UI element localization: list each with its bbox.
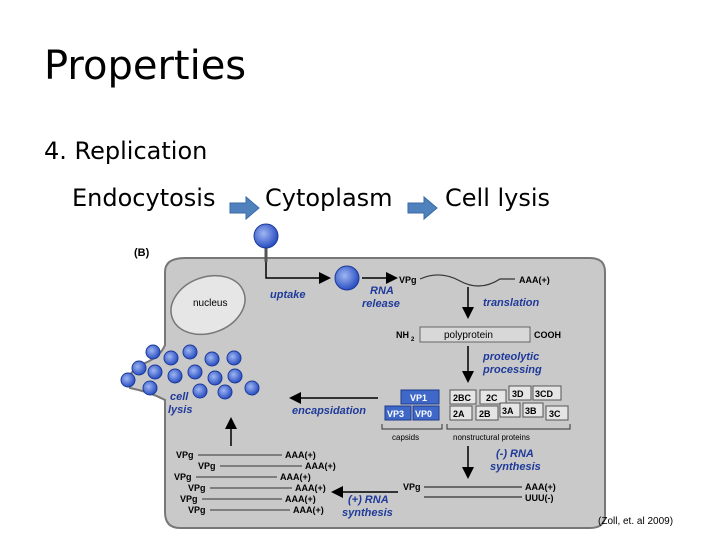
virion-icon — [207, 370, 223, 386]
strand-aaa: AAA(+) — [293, 505, 324, 515]
uptake-label: uptake — [270, 289, 305, 301]
cell-body — [127, 257, 606, 529]
protein-3a-label: 3A — [502, 406, 514, 416]
virion-icon — [204, 351, 220, 367]
virion-icon — [187, 364, 203, 380]
virion-icon — [217, 384, 233, 400]
virion-icon — [163, 350, 179, 366]
virion-icon — [147, 364, 163, 380]
strand-aaa: AAA(+) — [285, 450, 316, 460]
translation-label: translation — [483, 297, 540, 309]
vpg-label: VPg — [399, 275, 417, 285]
pos-rna-label-1: (+) RNA — [348, 494, 389, 506]
protein-3b-box — [522, 402, 544, 418]
protein-2bc-box — [449, 389, 477, 405]
strand-aaa: AAA(+) — [285, 494, 316, 504]
nucleus-label: nucleus — [193, 298, 227, 309]
virion-icon — [227, 368, 243, 384]
flow-step-cell-lysis: Cell lysis — [445, 184, 551, 212]
nh2-label: NH — [396, 330, 409, 340]
cell-lysis-label-1: cell — [170, 391, 189, 403]
capsids-label: capsids — [392, 433, 419, 442]
protein-3d-box — [508, 385, 532, 401]
cooh-label: COOH — [534, 330, 561, 340]
protein-2bc-label: 2BC — [453, 393, 472, 403]
flow-arrow-1 — [229, 195, 260, 221]
protein-3c-box — [545, 405, 569, 421]
flow-step-cytoplasm: Cytoplasm — [265, 184, 393, 212]
protein-2a-label: 2A — [453, 409, 465, 419]
panel-label: (B) — [134, 247, 150, 259]
uuu-mid-label: UUU(-) — [525, 493, 554, 503]
citation: (Zoll, et. al 2009) — [598, 516, 674, 527]
strand-vpg: VPg — [180, 494, 198, 504]
polyprotein-label: polyprotein — [444, 330, 493, 341]
protein-3a-box — [499, 402, 521, 418]
strand-vpg: VPg — [198, 461, 216, 471]
slide-title: Properties — [44, 43, 247, 89]
strand-aaa: AAA(+) — [295, 483, 326, 493]
vp1-box — [400, 389, 440, 405]
vp0-label: VP0 — [415, 409, 432, 419]
neg-rna-label-1: (-) RNA — [496, 448, 534, 460]
virion-icon — [131, 360, 147, 376]
strand-aaa: AAA(+) — [280, 472, 311, 482]
virion-icon — [120, 372, 136, 388]
rna-release-label-2: release — [362, 298, 400, 310]
strand-vpg: VPg — [176, 450, 194, 460]
section-subtitle: 4. Replication — [44, 137, 208, 165]
virion-icon — [226, 350, 242, 366]
neg-rna-label-2: synthesis — [490, 461, 541, 473]
virion-icon — [182, 344, 198, 360]
aaa-mid-label: AAA(+) — [525, 482, 556, 492]
virion-icon — [167, 368, 183, 384]
cell-lysis-label-2: lysis — [168, 404, 192, 416]
virus-icon — [253, 223, 279, 249]
pos-rna-label-2: synthesis — [342, 507, 393, 519]
encapsidation-label: encapsidation — [292, 405, 366, 417]
vp3-label: VP3 — [387, 409, 404, 419]
rna-release-label-1: RNA — [370, 285, 394, 297]
aaa-label: AAA(+) — [519, 275, 550, 285]
virion-icon — [192, 383, 208, 399]
nonstructural-bracket — [446, 424, 571, 430]
protein-3c-label: 3C — [549, 409, 561, 419]
strand-vpg: VPg — [174, 472, 192, 482]
virus-icon — [334, 265, 360, 291]
protein-3d-label: 3D — [512, 389, 524, 399]
nonstructural-label: nonstructural proteins — [453, 433, 530, 442]
proteolytic-label-1: proteolytic — [482, 351, 539, 363]
vpg-mid-label: VPg — [403, 482, 421, 492]
protein-2b-box — [475, 405, 499, 421]
protein-2c-label: 2C — [486, 393, 498, 403]
virion-icon — [142, 380, 158, 396]
polyprotein-bar — [419, 326, 531, 343]
proteolytic-label-2: processing — [482, 364, 542, 376]
vp1-label: VP1 — [410, 393, 427, 403]
uptake-arrow — [265, 262, 331, 284]
vp3-box — [384, 405, 412, 421]
nh2-sub-label: 2 — [411, 337, 415, 343]
vp0-box — [412, 405, 440, 421]
virion-icon — [145, 344, 161, 360]
nucleus-shape — [170, 274, 246, 336]
virion-icon — [244, 380, 260, 396]
strand-vpg: VPg — [188, 483, 206, 493]
capsids-bracket — [381, 424, 443, 430]
strand-vpg: VPg — [188, 505, 206, 515]
protein-2a-box — [449, 405, 473, 421]
strand-aaa: AAA(+) — [305, 461, 336, 471]
protein-3b-label: 3B — [525, 406, 537, 416]
flow-arrow-2 — [407, 195, 438, 221]
rna-strand — [419, 274, 515, 287]
protein-2c-box — [479, 389, 507, 405]
protein-2b-label: 2B — [479, 409, 491, 419]
protein-3cd-label: 3CD — [535, 389, 554, 399]
virus-cluster — [120, 344, 260, 400]
flow-step-endocytosis: Endocytosis — [72, 184, 216, 212]
protein-3cd-box — [532, 385, 562, 401]
